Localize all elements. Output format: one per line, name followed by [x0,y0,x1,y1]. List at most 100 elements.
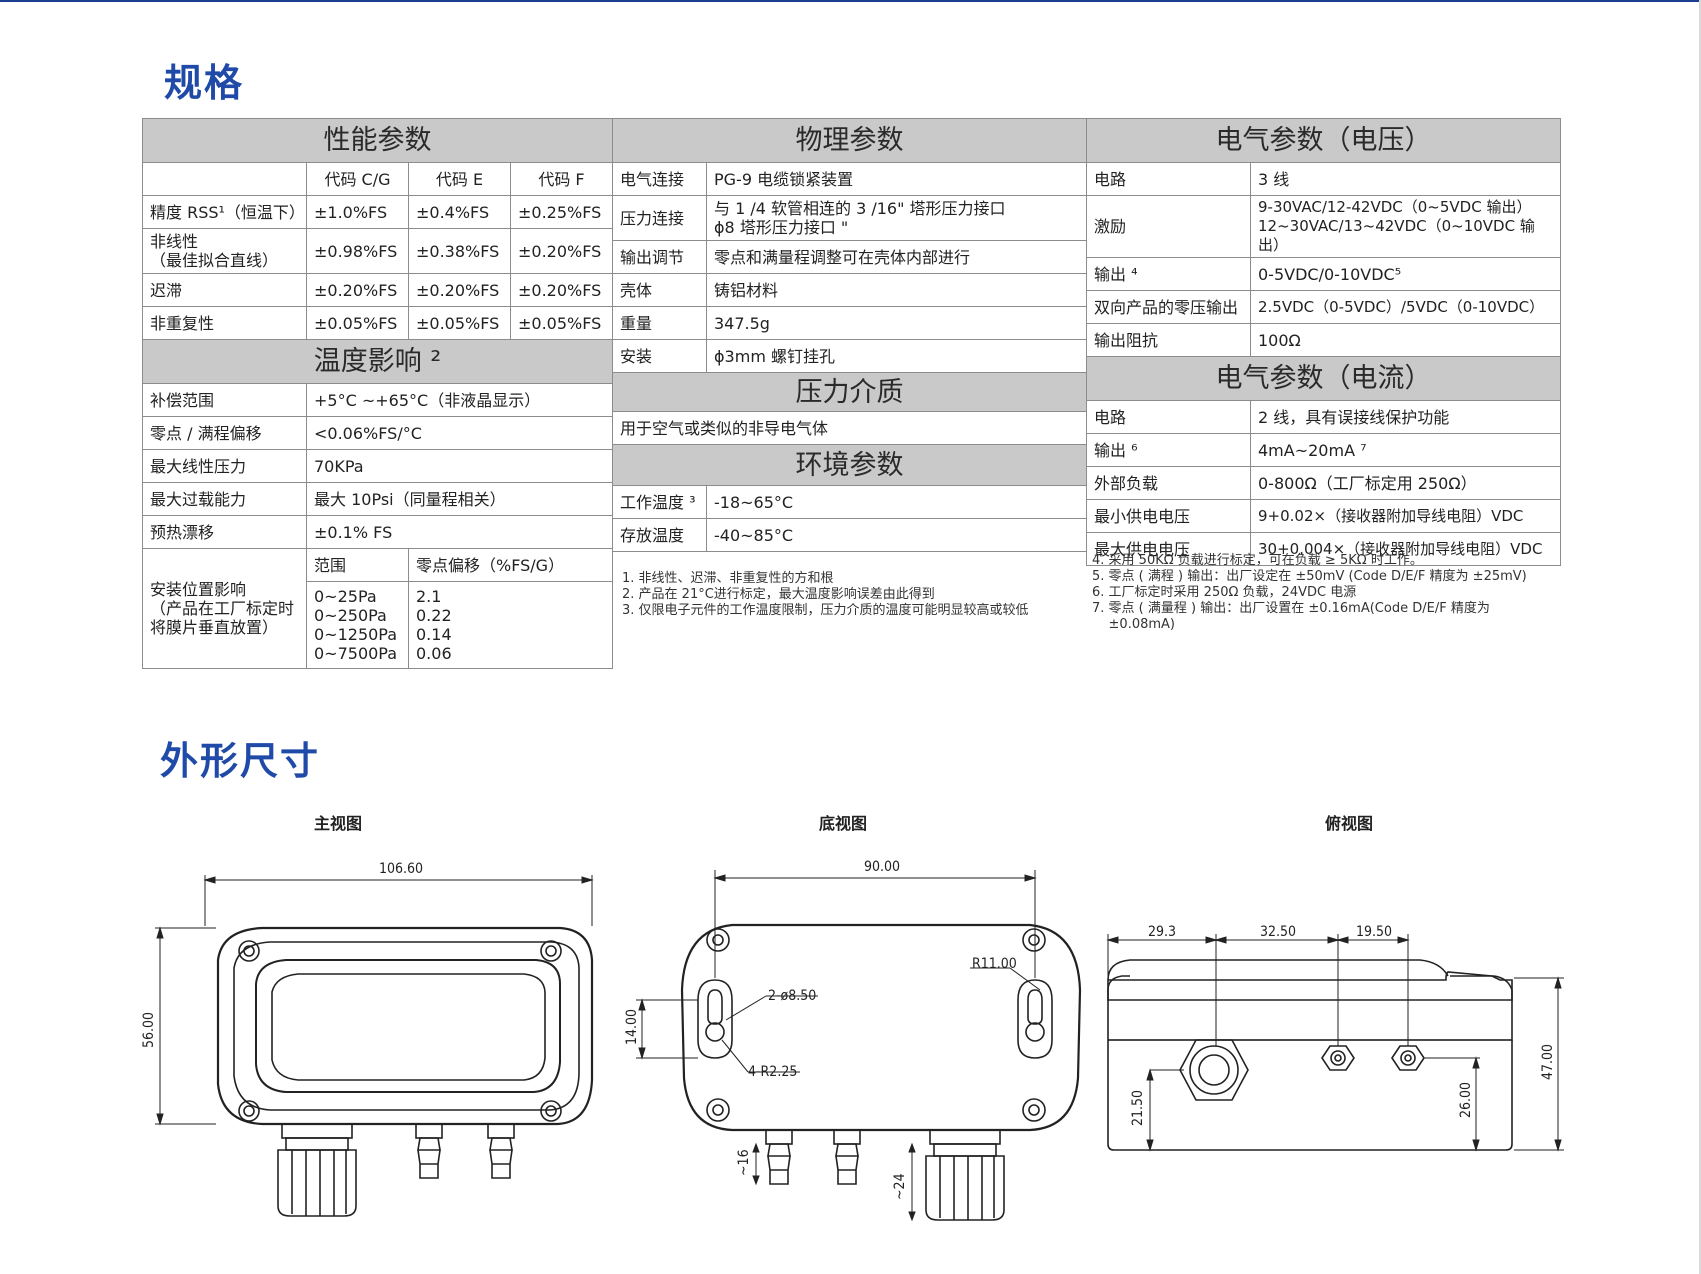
medium-text: 用于空气或类似的非导电气体 [612,411,1087,445]
curr-value: 30+0.004×（接收器附加导线电阻）VDC [1250,532,1561,566]
perf-row-label: 迟滞 [142,273,307,307]
env-row-label: 存放温度 [612,518,707,552]
table-row: 补偿范围 +5°C ~+65°C（非液晶显示） [142,383,613,417]
top-rule [0,0,1701,2]
table-row: 双向产品的零压输出 2.5VDC（0-5VDC）/5VDC（0-10VDC） [1086,290,1561,324]
temp-value: ±0.1% FS [306,515,613,549]
table-row: 预热漂移 ±0.1% FS [142,515,613,549]
perf-header: 性能参数 [142,118,613,163]
table-row: 0~25Pa 0~250Pa 0~1250Pa 0~7500Pa 2.1 0.2… [143,581,613,669]
table-row: 非重复性 ±0.05%FS ±0.05%FS ±0.05%FS [142,306,613,340]
phys-row-label: 重量 [612,306,707,340]
curr-row-label: 最小供电电压 [1086,499,1251,533]
curr-value: 4mA~20mA ⁷ [1250,433,1561,467]
temp-row-label: 补偿范围 [142,383,307,417]
mount-values: 2.1 0.22 0.14 0.06 [408,581,613,669]
temp-row-label: 最大过载能力 [142,482,307,516]
bottom-view-title: 底视图 [819,814,868,833]
bottom-width-label: 90.00 [864,859,900,875]
phys-value: 347.5g [706,306,1087,340]
table-row: 输出调节 零点和满量程调整可在壳体内部进行 [612,240,1087,274]
perf-col-e: 代码 E [408,162,511,196]
top-dimensions [1106,934,1564,1152]
top-view-drawing [1107,959,1513,1151]
phys-row-label: 壳体 [612,273,707,307]
table-row: 输出阻抗 100Ω [1086,323,1561,357]
temp-row-label: 零点 / 满程偏移 [142,416,307,450]
temp-value: +5°C ~+65°C（非液晶显示） [306,383,613,417]
perf-row-label: 精度 RSS¹（恒温下） [142,195,307,229]
perf-value: ±0.20%FS [510,228,613,274]
temp-row-label: 预热漂移 [142,515,307,549]
top-height-gland-label: 21.50 [1130,1090,1146,1126]
right-rule [1699,0,1701,1274]
perf-value: ±0.4%FS [408,195,511,229]
table-row: 激励 9-30VAC/12-42VDC（0~5VDC 输出） 12~30VAC/… [1086,195,1561,258]
note: 1. 非线性、迟滞、非重复性的方和根 [622,571,834,586]
perf-col-f: 代码 F [510,162,613,196]
bottom-radius-label: R11.00 [972,956,1017,972]
perf-value: ±1.0%FS [306,195,409,229]
front-view-drawing [216,926,594,1217]
table-row: 迟滞 ±0.20%FS ±0.20%FS ±0.20%FS [142,273,613,307]
perf-value: ±0.25%FS [510,195,613,229]
note: 4. 采用 50KΩ 负载进行标定，可在负载 ≥ 5KΩ 时工作。 [1092,553,1423,568]
table-row: 最大供电电压 30+0.004×（接收器附加导线电阻）VDC [1086,532,1561,566]
perf-value: ±0.05%FS [408,306,511,340]
phys-value: PG-9 电缆锁紧装置 [706,162,1087,196]
bottom-gland-length-label: ~24 [892,1173,908,1200]
phys-row-label: 电气连接 [612,162,707,196]
curr-row-label: 最大供电电压 [1086,532,1251,566]
top-d3-label: 19.50 [1356,924,1392,940]
curr-value: 9+0.02×（接收器附加导线电阻）VDC [1250,499,1561,533]
phys-value: 零点和满量程调整可在壳体内部进行 [706,240,1087,274]
note: 7. 零点 ( 满量程 ) 输出：出厂设置在 ±0.16mA(Code D/E/… [1092,601,1490,616]
bottom-slot-height-label: 14.00 [624,1009,640,1045]
volt-row-label: 输出 ⁴ [1086,257,1251,291]
performance-table: 性能参数 代码 C/G 代码 E 代码 F 精度 RSS¹（恒温下） ±1.0%… [142,118,613,669]
note: 5. 零点 ( 满程 ) 输出：出厂设定在 ±50mV (Code D/E/F … [1092,569,1527,584]
front-view-title: 主视图 [314,814,363,833]
volt-row-label: 电路 [1086,162,1251,196]
perf-col-cg: 代码 C/G [306,162,409,196]
note: ±0.08mA) [1092,617,1175,632]
phys-row-label: 安装 [612,339,707,373]
table-row: 外部负载 0-800Ω（工厂标定用 250Ω） [1086,466,1561,500]
perf-value: ±0.20%FS [408,273,511,307]
bottom-hole-label: 2-ø8.50 [768,988,816,1004]
spec-section-title: 规格 [164,61,245,105]
top-height-port-label: 26.00 [1458,1082,1474,1118]
curr-header: 电气参数（电流） [1086,356,1561,401]
front-width-label: 106.60 [379,861,423,877]
medium-header: 压力介质 [612,372,1087,412]
perf-value: ±0.05%FS [510,306,613,340]
top-d2-label: 32.50 [1260,924,1296,940]
note: 2. 产品在 21°C进行标定，最大温度影响误差由此得到 [622,587,935,602]
table-row: 壳体 铸铝材料 [612,273,1087,307]
table-row: 输出 ⁴ 0-5VDC/0-10VDC⁵ [1086,257,1561,291]
bottom-dimensions [636,870,1041,1222]
table-row: 非线性 （最佳拟合直线） ±0.98%FS ±0.38%FS ±0.20%FS [142,228,613,274]
notes-middle: 1. 非线性、迟滞、非重复性的方和根 2. 产品在 21°C进行标定，最大温度影… [622,571,1029,619]
table-row: 压力连接 与 1 /4 软管相连的 3 /16" 塔形压力接口 ϕ8 塔形压力接… [612,195,1087,241]
table-row: 重量 347.5g [612,306,1087,340]
curr-row-label: 外部负载 [1086,466,1251,500]
perf-value: ±0.05%FS [306,306,409,340]
bottom-port-length-label: ~16 [736,1149,752,1176]
perf-value: ±0.20%FS [306,273,409,307]
temp-value: 最大 10Psi（同量程相关） [306,482,613,516]
bottom-view-drawing [680,923,1082,1221]
volt-value: 100Ω [1250,323,1561,357]
note: 3. 仅限电子元件的工作温度限制，压力介质的温度可能明显较高或较低 [622,603,1029,618]
table-row: 存放温度 -40~85°C [612,518,1087,552]
table-row: 用于空气或类似的非导电气体 [612,411,1087,445]
volt-header: 电气参数（电压） [1086,118,1561,163]
top-height-total-label: 47.00 [1540,1044,1556,1080]
table-row: 电气连接 PG-9 电缆锁紧装置 [612,162,1087,196]
table-row: 输出 ⁶ 4mA~20mA ⁷ [1086,433,1561,467]
phys-row-label: 压力连接 [612,195,707,241]
table-row: 最小供电电压 9+0.02×（接收器附加导线电阻）VDC [1086,499,1561,533]
perf-value: ±0.98%FS [306,228,409,274]
table-row: 最大过载能力 最大 10Psi（同量程相关） [142,482,613,516]
